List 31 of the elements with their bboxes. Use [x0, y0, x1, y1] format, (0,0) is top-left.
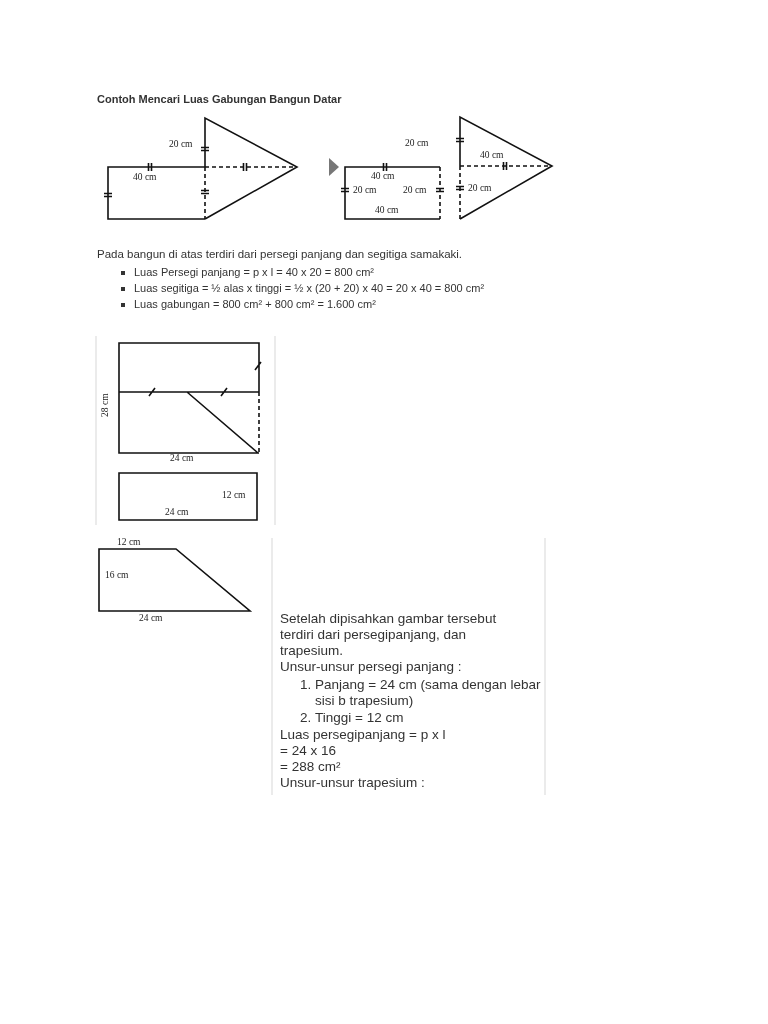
dimension-label: 20 cm — [169, 139, 193, 150]
dimension-label: 40 cm — [133, 172, 157, 183]
body-text: Setelah dipisahkan gambar tersebut terdiri dari persegipanjang, dan trapesium. — [280, 611, 498, 659]
dimension-label: 20 cm — [403, 185, 427, 196]
body-text: Pada bangun di atas terdiri dari persegi panjang dan segitiga samakaki. — [97, 247, 464, 262]
dimension-label: 20 cm — [353, 185, 377, 196]
body-text: Unsur-unsur persegi panjang : — [280, 659, 463, 675]
list-number: 1. — [300, 677, 313, 693]
list-item: Luas Persegi panjang = p x l = 40 x 20 = 800 cm² — [134, 265, 375, 280]
dimension-label: 40 cm — [371, 171, 395, 182]
body-text: Luas persegipanjang = p x l — [280, 727, 447, 743]
list-item: Luas segitiga = ½ alas x tinggi = ½ x (20 + 20) x 40 = 20 x 40 = 800 cm² — [134, 281, 486, 296]
dimension-label: 28 cm — [99, 393, 110, 417]
dimension-label: 20 cm — [468, 183, 492, 194]
dimension-label: 24 cm — [170, 453, 194, 464]
dimension-label: 24 cm — [165, 507, 189, 518]
dimension-label: 12 cm — [222, 490, 246, 501]
body-text: Unsur-unsur trapesium : — [280, 775, 426, 791]
list-number: 2. — [300, 710, 313, 726]
dimension-label: 24 cm — [139, 613, 163, 624]
title: Contoh Mencari Luas Gabungan Bangun Datar — [97, 93, 342, 105]
dimension-label: 12 cm — [117, 537, 141, 548]
dimension-label: 20 cm — [405, 138, 429, 149]
dimension-label: 40 cm — [480, 150, 504, 161]
dimension-label: 16 cm — [105, 570, 129, 581]
body-text: = 288 cm² — [280, 759, 342, 775]
list-item: Luas gabungan = 800 cm² + 800 cm² = 1.600 cm² — [134, 297, 377, 312]
list-item: Panjang = 24 cm (sama dengan lebar sisi b trapesium) — [315, 677, 542, 709]
list-item: Tinggi = 12 cm — [315, 710, 405, 726]
body-text: = 24 x 16 — [280, 743, 337, 759]
dimension-label: 40 cm — [375, 205, 399, 216]
